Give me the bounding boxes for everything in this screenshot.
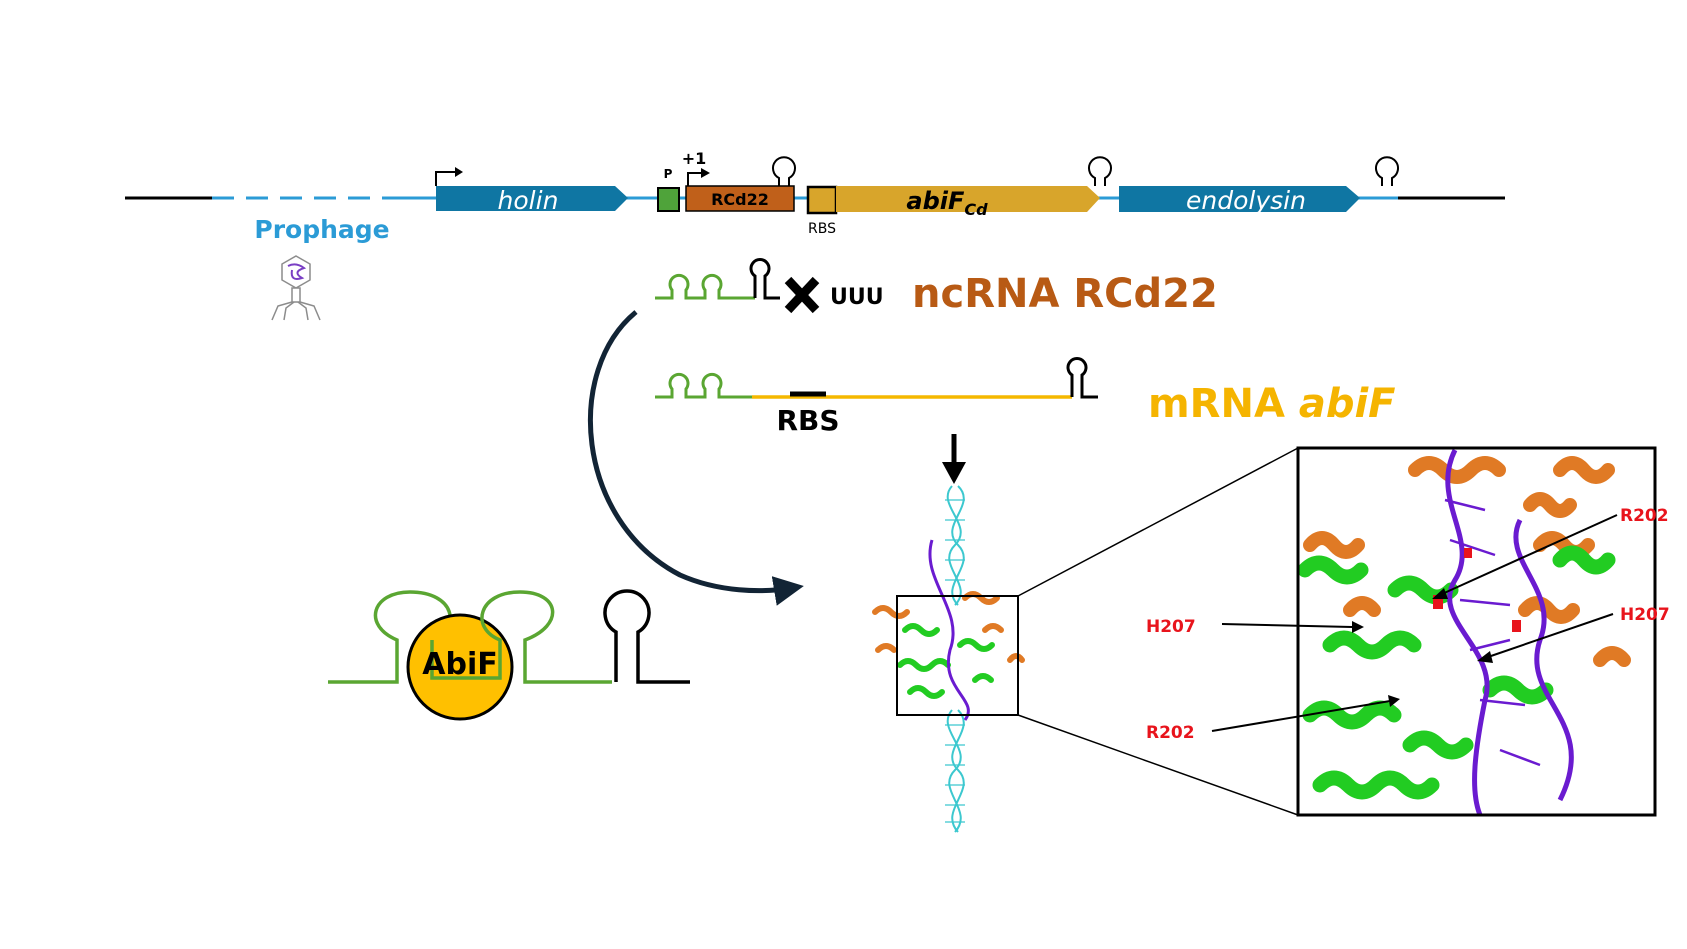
promoter-label: P bbox=[664, 167, 673, 181]
residue-label-h207-right: H207 bbox=[1620, 605, 1670, 625]
holin-gene bbox=[436, 186, 628, 211]
endolysin-terminator-icon bbox=[1375, 156, 1399, 186]
rcd22-terminator-icon bbox=[772, 156, 796, 186]
dna-double-helix bbox=[945, 485, 965, 833]
mrna-label: mRNA abiF bbox=[1148, 381, 1396, 427]
r202-right-pointer bbox=[1441, 514, 1618, 595]
endolysin-gene-label: endolysin bbox=[1186, 186, 1306, 215]
holin-promoter-arrow bbox=[435, 171, 458, 186]
promoter-box bbox=[657, 187, 680, 212]
termination-cross-icon bbox=[784, 276, 820, 314]
zoom-connector-top bbox=[1017, 447, 1299, 597]
complex-rna-right-arm bbox=[430, 590, 612, 684]
mrna-label-gene: abiF bbox=[1299, 381, 1396, 427]
abif-protein-label: AbiF bbox=[422, 647, 497, 682]
rcd22-gene bbox=[685, 185, 795, 212]
residue-label-h207-left: H207 bbox=[1146, 617, 1196, 637]
mrna-abif-schematic: RBS mRNA abiF bbox=[655, 357, 1396, 437]
genome-map: holin P +1 RCd22 RBS abiFCd endolysin bbox=[125, 149, 1505, 321]
ncrna-rcd22-schematic: UUU ncRNA RCd22 bbox=[655, 258, 1218, 317]
abif-gene-label: abiFCd bbox=[906, 187, 988, 219]
mrna-label-prefix: mRNA bbox=[1148, 381, 1299, 427]
rbs-box-label: RBS bbox=[808, 221, 836, 237]
abif-gene bbox=[836, 186, 1100, 212]
phage-icon bbox=[271, 255, 321, 321]
structure-overview bbox=[872, 447, 1299, 833]
abif-gene-subscript: Cd bbox=[964, 200, 988, 219]
down-arrow-icon bbox=[942, 434, 966, 484]
r202-left-pointer bbox=[1211, 700, 1391, 732]
mrna-5utr bbox=[655, 372, 752, 399]
tss-arrow bbox=[687, 172, 704, 188]
zoom-rna-bases bbox=[1444, 498, 1541, 767]
zoom-connector-bottom bbox=[1017, 714, 1299, 816]
abif-protein bbox=[406, 613, 514, 721]
abif-gene-name: abiF bbox=[906, 187, 965, 215]
tss-arrowhead bbox=[701, 168, 710, 178]
overview-protein-green bbox=[897, 623, 995, 699]
ncrna-terminator bbox=[749, 258, 780, 300]
residue-label-r202-right: R202 bbox=[1620, 506, 1669, 526]
rcd22-gene-label: RCd22 bbox=[711, 190, 769, 209]
h207-left-pointer bbox=[1221, 623, 1353, 628]
r202-left-arrowhead bbox=[1388, 695, 1400, 707]
r202-right-arrowhead bbox=[1432, 588, 1448, 599]
abif-rna-complex: AbiF bbox=[328, 589, 690, 721]
zoom-box bbox=[896, 595, 1019, 716]
mrna-rbs-label: RBS bbox=[776, 404, 839, 437]
ncrna-poly-u-tail: UUU bbox=[830, 285, 884, 310]
h207-right-arrowhead bbox=[1477, 651, 1493, 663]
overview-protein-orange bbox=[872, 591, 1025, 663]
residue-label-r202-left: R202 bbox=[1146, 723, 1195, 743]
ncrna-label: ncRNA RCd22 bbox=[912, 271, 1218, 317]
endolysin-gene bbox=[1119, 186, 1360, 212]
zoom-active-site-residues bbox=[1433, 548, 1521, 632]
abif-terminator-icon bbox=[1088, 156, 1112, 186]
curved-interaction-arrow bbox=[587, 310, 804, 606]
zoom-panel bbox=[1296, 446, 1657, 817]
tss-label: +1 bbox=[682, 149, 707, 168]
zoom-panel-border bbox=[1296, 446, 1657, 817]
residue-annotations: H207 R202 R202 H207 bbox=[1146, 506, 1670, 743]
holin-gene-label: holin bbox=[498, 186, 559, 215]
holin-promoter-arrowhead bbox=[455, 167, 463, 177]
h207-left-arrowhead bbox=[1352, 621, 1364, 633]
h207-right-pointer bbox=[1487, 613, 1614, 658]
complex-terminator bbox=[603, 589, 690, 684]
mrna-terminator bbox=[1066, 357, 1098, 399]
zoom-orange-helices bbox=[1303, 456, 1631, 667]
overview-rna-strand bbox=[928, 539, 970, 721]
prophage-label: Prophage bbox=[254, 215, 389, 244]
rbs-box bbox=[806, 185, 838, 215]
ncrna-backbone bbox=[655, 273, 755, 300]
